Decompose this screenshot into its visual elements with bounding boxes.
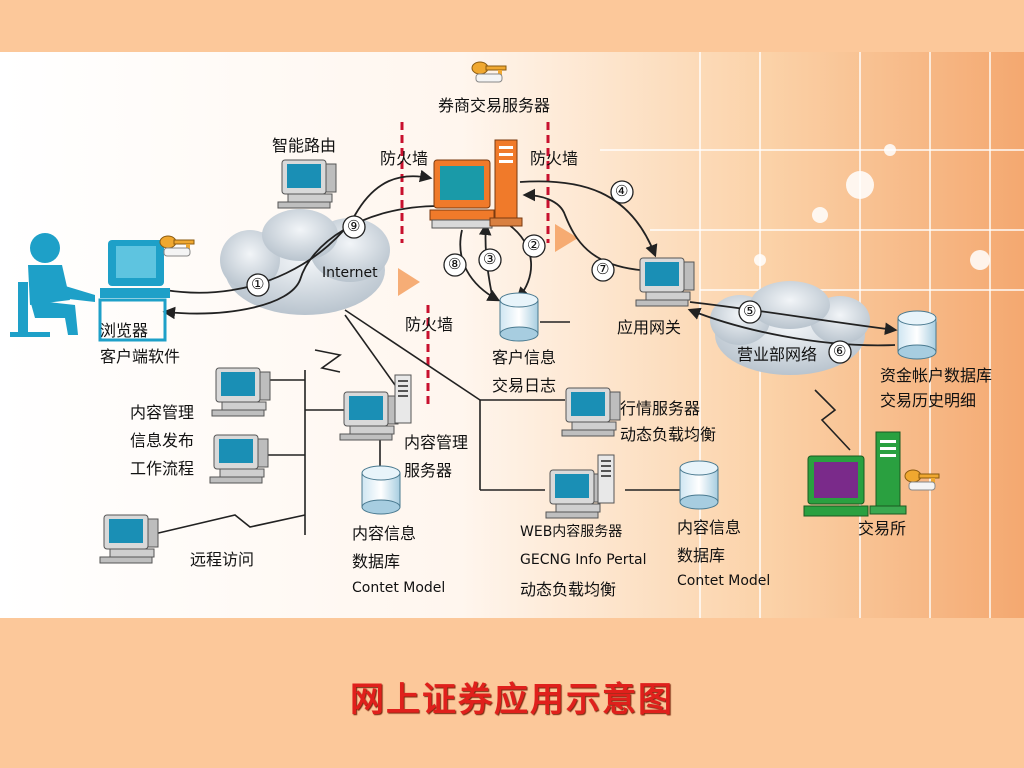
step-9: ⑨: [347, 217, 361, 235]
web-balance-label: 动态负载均衡: [520, 580, 617, 599]
content-db-icon: [361, 465, 401, 515]
client-computer: [98, 240, 170, 342]
smart-router-label: 智能路由: [272, 136, 337, 155]
trade-history-label: 交易历史明细: [880, 391, 977, 410]
page-caption: 网上证券应用示意图: [350, 680, 674, 720]
browser-label: 浏览器: [100, 321, 149, 340]
flow-arrow-right: [555, 224, 578, 252]
client-user-person: [10, 233, 95, 337]
step-3: ③: [483, 250, 497, 268]
fund-account-db-icon: [897, 310, 937, 360]
fund-db-label: 资金帐户数据库: [880, 366, 993, 385]
step-markers: [246, 180, 852, 364]
content-mgmt-label: 内容管理: [130, 403, 195, 422]
step-7: ⑦: [596, 260, 610, 278]
step-2: ②: [527, 236, 541, 254]
branch-network-label: 营业部网络: [737, 345, 818, 364]
exchange-pc-icon: [803, 455, 869, 517]
customer-info-db-icon: [499, 292, 539, 342]
app-gateway-label: 应用网关: [617, 318, 682, 337]
content-server-tower-icon: [394, 374, 412, 424]
content2-db-label-2: 数据库: [677, 546, 726, 565]
step-1: ①: [251, 275, 265, 293]
web-server-label: WEB内容服务器: [520, 524, 623, 540]
content2-db-label-1: 内容信息: [677, 518, 742, 537]
content-server-label-2: 服务器: [404, 461, 453, 480]
content-db-label-1: 内容信息: [352, 524, 417, 543]
web-server-tower-icon: [597, 454, 615, 504]
content2-db-label-3: Contet Model: [677, 573, 771, 589]
workflow-label: 工作流程: [130, 459, 195, 478]
gecng-label: GECNG Info Pertal: [520, 552, 647, 568]
content2-db-icon: [679, 460, 719, 510]
content-server-label-1: 内容管理: [404, 433, 469, 452]
customer-info-label: 客户信息: [492, 348, 557, 367]
broker-server-label: 券商交易服务器: [438, 96, 551, 115]
step-6: ⑥: [833, 342, 847, 360]
flow-arrow-left: [398, 268, 420, 296]
quote-balance-label: 动态负载均衡: [620, 425, 717, 444]
remote-access-label: 远程访问: [190, 550, 255, 569]
info-publish-label: 信息发布: [130, 431, 195, 450]
content-db-label-3: Contet Model: [352, 580, 446, 596]
exchange-tower-icon: [869, 431, 907, 515]
firewall-label-1: 防火墙: [380, 149, 429, 168]
firewall-label-3: 防火墙: [405, 315, 454, 334]
trade-log-label: 交易日志: [492, 376, 557, 395]
content-db-label-2: 数据库: [352, 552, 401, 571]
client-software-label: 客户端软件: [100, 347, 181, 366]
broker-server-tower-icon: [489, 139, 523, 227]
step-8: ⑧: [448, 255, 462, 273]
firewall-label-2: 防火墙: [530, 149, 579, 168]
quote-server-label: 行情服务器: [620, 399, 701, 418]
step-5: ⑤: [743, 302, 757, 320]
internet-label: Internet: [322, 265, 378, 281]
broker-server-pc-icon: [429, 159, 495, 229]
step-4: ④: [615, 182, 629, 200]
exchange-label: 交易所: [858, 519, 907, 538]
